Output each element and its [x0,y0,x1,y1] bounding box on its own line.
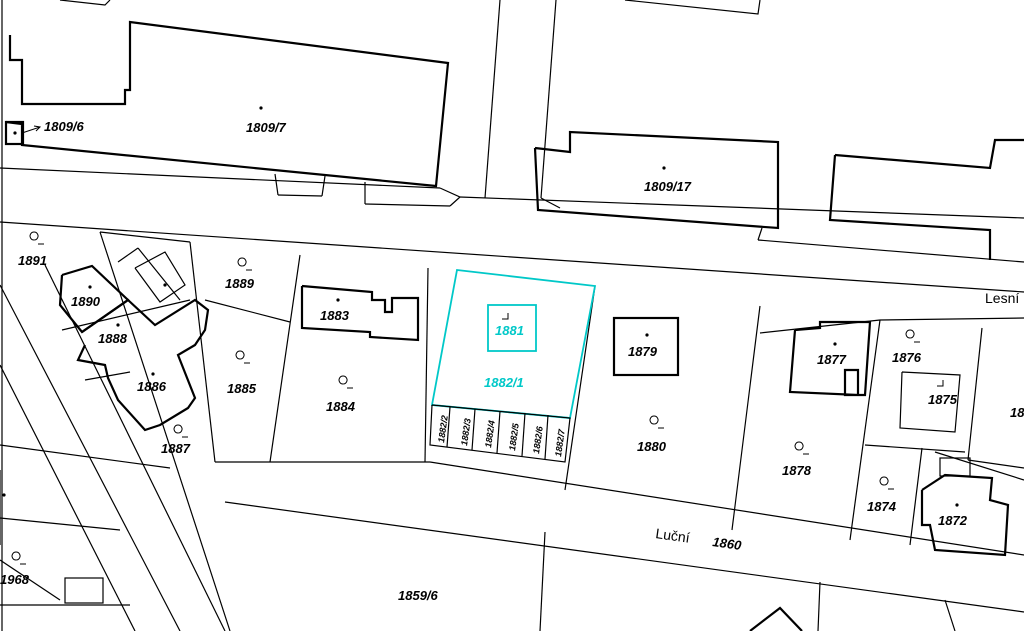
parcel-label-1881: 1881 [495,323,524,338]
parcel-label-1859-6: 1859/6 [398,588,439,603]
centroid-dot [833,342,837,346]
garden-symbol [649,415,664,429]
street-number-lucni: 1860 [712,534,743,553]
street-label-lesni: Lesní [985,290,1019,306]
building-mark [937,380,944,387]
parcel-label-1878: 1878 [782,463,812,478]
building-outlines [4,20,1024,631]
garden-symbol [235,350,250,364]
garden-symbol [794,441,809,455]
centroid-dot [2,493,6,497]
street-labels: Lesní Luční 1860 [655,290,1020,553]
centroid-dot [163,283,167,287]
centroid-dot [151,372,155,376]
parcel-label-1809-7: 1809/7 [246,120,287,135]
parcel-label-1882-4: 1882/4 [483,420,497,449]
parcel-label-1879: 1879 [628,344,658,359]
parcel-label-1809-6: 1809/6 [44,119,85,134]
centroid-dot [645,333,649,337]
parcel-label-1885: 1885 [227,381,257,396]
parcel-label-1882-5: 1882/5 [507,422,521,452]
pointer-arrow [21,126,41,134]
garden-symbol [879,476,894,490]
parcel-label-1889: 1889 [225,276,255,291]
parcel-label-1875: 1875 [928,392,958,407]
parcel-labels: 1809/6 1809/7 1809/17 1891 1890 1888 188… [0,119,1024,603]
parcel-label-1882-1: 1882/1 [484,375,524,390]
strip-parcels [429,404,571,463]
parcel-label-1882-7: 1882/7 [553,428,567,458]
parcel-label-1884: 1884 [326,399,356,414]
parcel-label-1882-6: 1882/6 [531,425,545,455]
parcel-label-1876: 1876 [892,350,922,365]
parcel-symbols [2,106,959,565]
parcel-label-1886: 1886 [137,379,167,394]
parcel-label-1880: 1880 [637,439,667,454]
centroid-dot [662,166,666,170]
parcel-label-1877: 1877 [817,352,847,367]
parcel-label-1888: 1888 [98,331,128,346]
parcel-label-1968: 1968 [0,572,30,587]
parcel-label-1887: 1887 [161,441,191,456]
centroid-dot [13,131,17,135]
garden-symbol [338,375,353,389]
parcel-label-1809-17: 1809/17 [644,179,692,194]
garden-symbol [905,329,920,343]
pointer-arrowhead [33,125,42,132]
garden-symbol [29,231,44,245]
garden-symbol [173,424,188,438]
parcel-label-1883: 1883 [320,308,350,323]
parcel-label-1882-2: 1882/2 [436,415,450,444]
parcel-label-1874: 1874 [867,499,897,514]
centroid-dot [955,503,959,507]
centroid-dot [336,298,340,302]
parcel-label-1891: 1891 [18,253,47,268]
garden-symbol [11,551,26,565]
selected-parcel[interactable] [430,269,597,419]
building-mark [502,313,509,320]
centroid-dot [88,285,92,289]
centroid-dot [116,323,120,327]
garden-symbol [237,257,252,271]
parcel-label-1872: 1872 [938,513,968,528]
parcel-label-1882-3: 1882/3 [459,418,473,447]
parcel-label-18-cut: 18 [1010,405,1024,420]
centroid-dot [259,106,263,110]
street-label-lucni: Luční [655,525,691,546]
parcel-label-1890: 1890 [71,294,101,309]
